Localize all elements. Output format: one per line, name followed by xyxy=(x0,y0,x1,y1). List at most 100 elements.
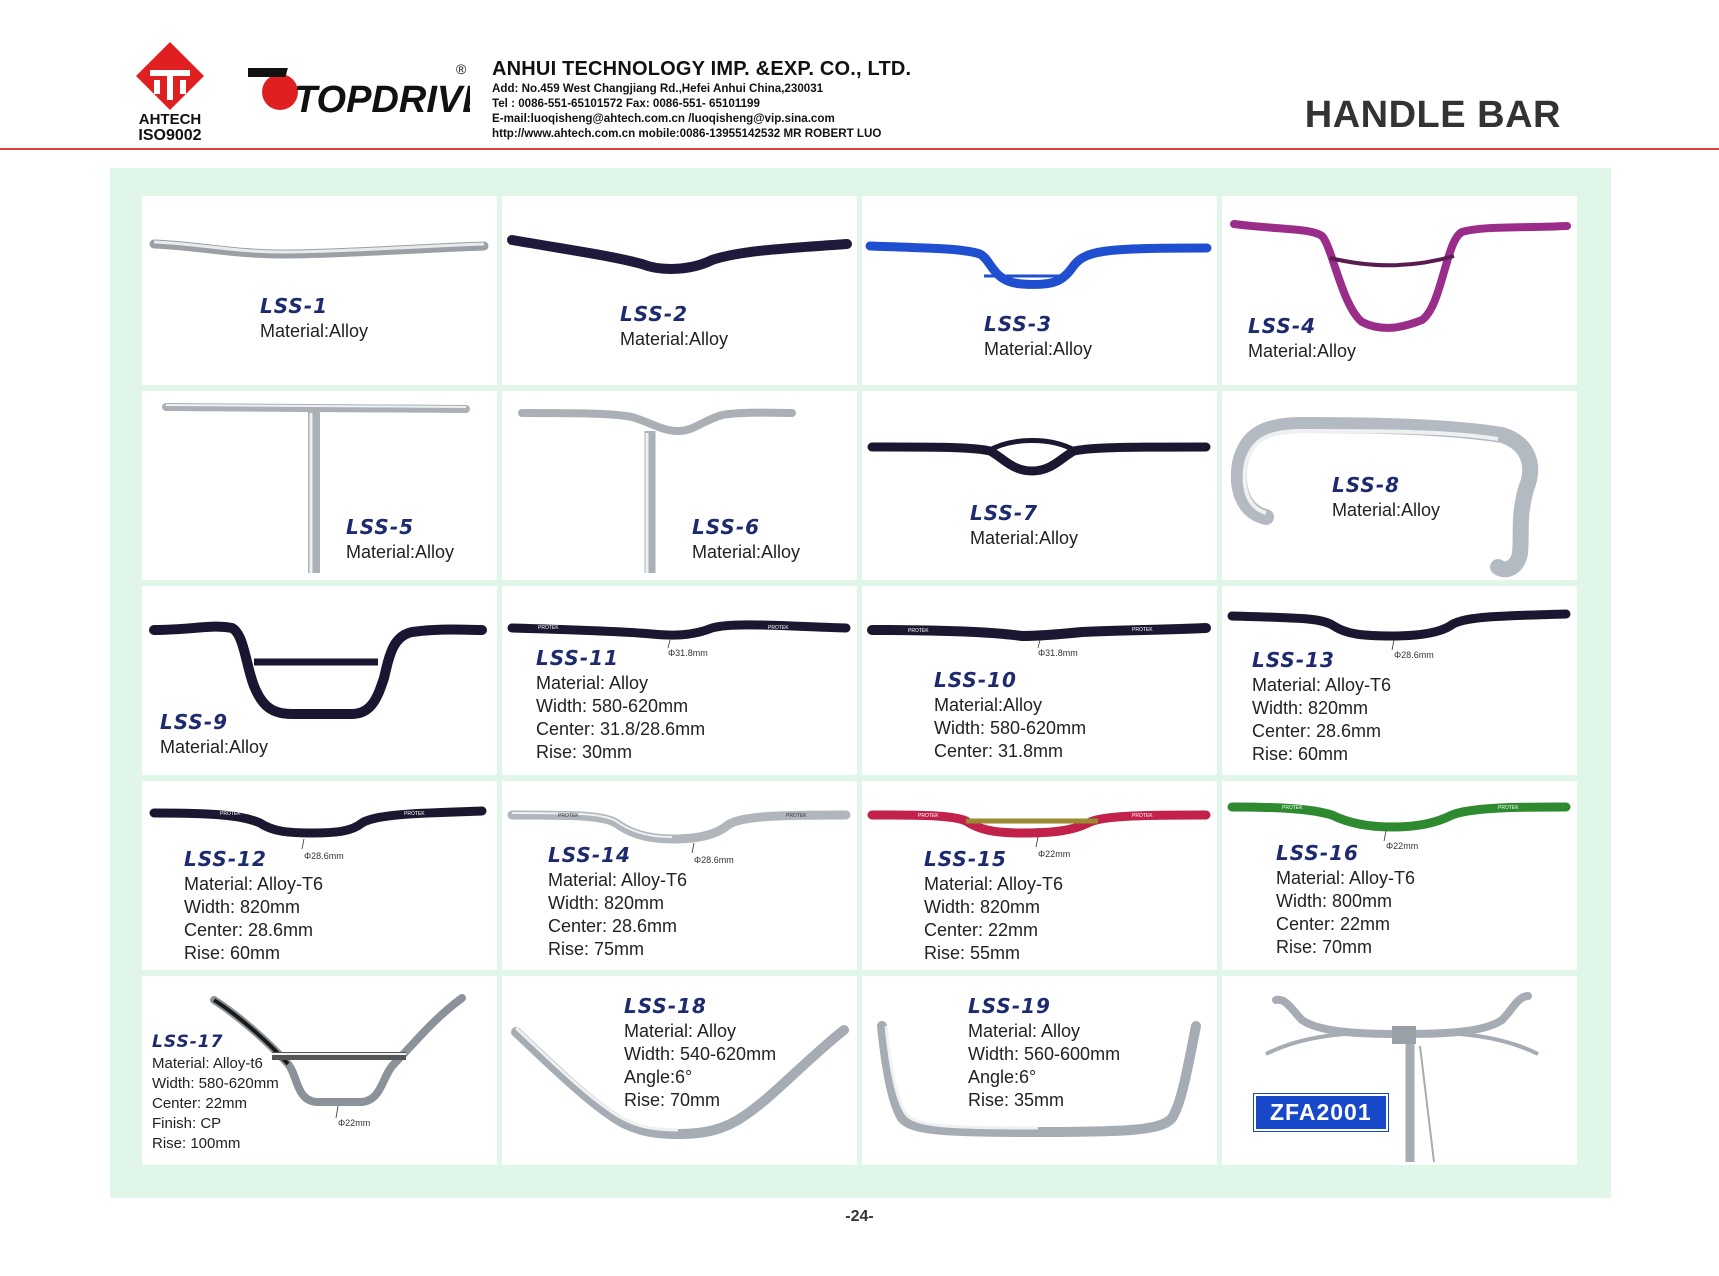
brand-print: PROTEK xyxy=(1132,813,1153,819)
product-info: LSS-7 Material:Alloy xyxy=(970,501,1078,550)
product-card[interactable]: PROTEK PROTEK Φ28.6mm LSS-14 Material: A… xyxy=(502,781,857,970)
product-spec: Material: Alloy-T6 xyxy=(924,874,1064,894)
product-spec: Material:Alloy xyxy=(1248,341,1357,361)
product-spec: Material: Alloy-T6 xyxy=(184,874,324,894)
product-card[interactable]: PROTEK PROTEK Φ28.6mm LSS-12 Material: A… xyxy=(142,781,497,970)
brand-print: PROTEK xyxy=(404,811,425,817)
product-card[interactable]: LSS-5 Material:Alloy xyxy=(142,391,497,580)
product-card[interactable]: LSS-8 Material:Alloy xyxy=(1222,391,1577,580)
product-spec: Width: 820mm xyxy=(548,893,665,913)
product-spec: Rise: 55mm xyxy=(924,943,1021,963)
product-info: LSS-15 Material: Alloy-T6 Width: 820mm C… xyxy=(924,847,1063,965)
product-spec: Material: Alloy-T6 xyxy=(548,870,688,890)
product-info: LSS-1 Material:Alloy xyxy=(260,294,368,343)
product-spec: Width: 540-620mm xyxy=(624,1044,777,1064)
brand-print: PROTEK xyxy=(1282,805,1303,811)
product-spec: Material:Alloy xyxy=(934,695,1043,715)
product-spec: Width: 560-600mm xyxy=(968,1044,1121,1064)
product-spec: Angle:6° xyxy=(624,1067,693,1087)
product-card[interactable]: LSS-1 Material:Alloy xyxy=(142,196,497,385)
topdrive-wordmark: TOPDRIVE xyxy=(294,79,470,120)
diameter-label: Φ28.6mm xyxy=(694,855,734,865)
product-card[interactable]: LSS-7 Material:Alloy xyxy=(862,391,1217,580)
product-card[interactable]: LSS-18 Material: Alloy Width: 540-620mm … xyxy=(502,976,857,1165)
handlebar-image xyxy=(511,1025,849,1140)
product-card[interactable]: ZFA2001 xyxy=(1222,976,1577,1165)
product-card[interactable]: LSS-4 Material:Alloy xyxy=(1222,196,1577,385)
ahtech-wordmark: AHTECH xyxy=(139,111,202,128)
product-info: LSS-5 Material:Alloy xyxy=(346,515,454,564)
product-model: LSS-2 xyxy=(620,302,689,326)
product-card[interactable]: LSS-2 Material:Alloy xyxy=(502,196,857,385)
company-name: ANHUI TECHNOLOGY IMP. &EXP. CO., LTD. xyxy=(492,58,912,80)
product-card[interactable]: PROTEK PROTEK Φ31.8mm LSS-11 Material: A… xyxy=(502,586,857,775)
product-model: LSS-3 xyxy=(984,312,1053,336)
product-info: LSS-10 Material:Alloy Width: 580-620mm C… xyxy=(934,668,1086,763)
product-model: LSS-7 xyxy=(970,501,1039,525)
product-card[interactable]: Φ22mm LSS-17 Material: Alloy-t6 Width: 5… xyxy=(142,976,497,1165)
product-info: LSS-9 Material:Alloy xyxy=(160,710,268,759)
company-website[interactable]: http://www.ahtech.com.cn mobile:0086-139… xyxy=(492,127,882,140)
product-card[interactable]: PROTEK PROTEK Φ22mm LSS-16 Material: All… xyxy=(1222,781,1577,970)
product-model: LSS-15 xyxy=(924,847,1007,871)
product-card[interactable]: PROTEK PROTEK Φ31.8mm LSS-10 Material:Al… xyxy=(862,586,1217,775)
product-spec: Material:Alloy xyxy=(1332,500,1441,520)
brand-print: PROTEK xyxy=(908,628,929,634)
product-info: LSS-2 Material:Alloy xyxy=(620,302,728,351)
product-spec: Rise: 70mm xyxy=(1276,937,1373,957)
product-spec: Center: 28.6mm xyxy=(1252,721,1382,741)
product-spec: Rise: 100mm xyxy=(152,1135,241,1152)
handlebar-image: PROTEK PROTEK xyxy=(1227,802,1571,842)
product-model: LSS-6 xyxy=(692,515,761,539)
handlebar-image xyxy=(149,621,487,719)
brand-print: PROTEK xyxy=(768,625,789,631)
product-spec: Material: Alloy xyxy=(624,1021,737,1041)
product-spec: Material: Alloy-t6 xyxy=(152,1055,263,1072)
company-phone: Tel : 0086-551-65101572 Fax: 0086-551- 6… xyxy=(492,97,760,110)
brand-print: PROTEK xyxy=(786,813,807,819)
product-grid: LSS-1 Material:Alloy LSS-2 Material:Allo… xyxy=(142,196,1578,1166)
product-info: LSS-18 Material: Alloy Width: 540-620mm … xyxy=(624,994,776,1112)
header-divider xyxy=(0,148,1719,150)
product-model: LSS-4 xyxy=(1248,314,1317,338)
product-info: LSS-12 Material: Alloy-T6 Width: 820mm C… xyxy=(184,847,323,965)
product-spec: Rise: 30mm xyxy=(536,742,633,762)
product-info: LSS-17 Material: Alloy-t6 Width: 580-620… xyxy=(152,1032,279,1154)
product-spec: Center: 22mm xyxy=(1276,914,1391,934)
product-spec: Width: 820mm xyxy=(1252,698,1369,718)
product-spec: Material:Alloy xyxy=(984,339,1093,359)
product-card[interactable]: LSS-19 Material: Alloy Width: 560-600mm … xyxy=(862,976,1217,1165)
product-spec: Rise: 60mm xyxy=(184,943,281,963)
product-card[interactable]: LSS-3 Material:Alloy xyxy=(862,196,1217,385)
brand-print: PROTEK xyxy=(1498,805,1519,811)
product-spec: Material: Alloy-T6 xyxy=(1276,868,1416,888)
product-model: LSS-1 xyxy=(260,294,329,318)
product-info: LSS-19 Material: Alloy Width: 560-600mm … xyxy=(968,994,1120,1112)
product-card[interactable]: PROTEK PROTEK Φ22mm LSS-15 Material: All… xyxy=(862,781,1217,970)
handlebar-image xyxy=(877,1021,1201,1138)
product-info: LSS-13 Material: Alloy-T6 Width: 820mm C… xyxy=(1252,648,1391,766)
model-badge: ZFA2001 xyxy=(1254,1094,1388,1131)
handlebar-image: PROTEK PROTEK xyxy=(149,806,487,850)
handlebar-image xyxy=(210,994,466,1119)
product-spec: Center: 28.6mm xyxy=(548,916,678,936)
product-spec: Center: 22mm xyxy=(152,1095,248,1112)
handlebar-image xyxy=(518,408,796,573)
handlebar-image xyxy=(1227,609,1571,651)
product-card[interactable]: LSS-9 Material:Alloy xyxy=(142,586,497,775)
ahtech-logo: AHTECH ISO9002 xyxy=(136,42,204,144)
product-spec: Material:Alloy xyxy=(620,329,729,349)
product-spec: Center: 31.8/28.6mm xyxy=(536,719,706,739)
product-card[interactable]: LSS-6 Material:Alloy xyxy=(502,391,857,580)
handlebar-image: PROTEK PROTEK xyxy=(507,620,851,649)
diameter-label: Φ28.6mm xyxy=(304,851,344,861)
product-model: LSS-18 xyxy=(624,994,707,1018)
product-info: LSS-8 Material:Alloy xyxy=(1332,473,1440,522)
product-model: LSS-10 xyxy=(934,668,1017,692)
company-email[interactable]: E-mail:luoqisheng@ahtech.com.cn /luoqish… xyxy=(492,112,835,125)
handlebar-image xyxy=(865,241,1212,289)
diameter-label: Φ28.6mm xyxy=(1394,650,1434,660)
page-title: HANDLE BAR xyxy=(1304,94,1561,136)
product-card[interactable]: Φ28.6mm LSS-13 Material: Alloy-T6 Width:… xyxy=(1222,586,1577,775)
product-spec: Width: 800mm xyxy=(1276,891,1393,911)
